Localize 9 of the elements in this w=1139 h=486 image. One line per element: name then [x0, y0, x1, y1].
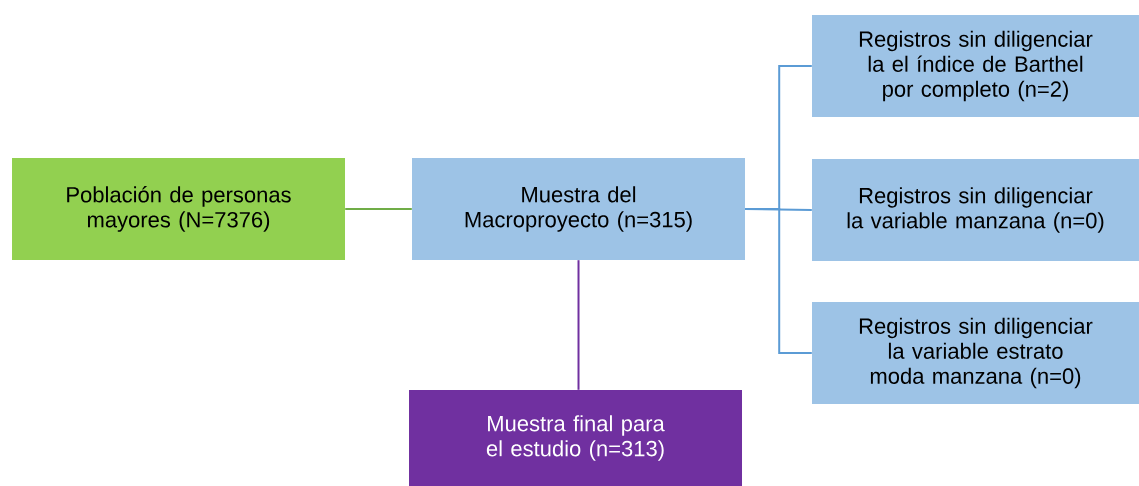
process-box: Muestra final para el estudio (n=313): [409, 390, 742, 486]
process-box: Registros sin diligenciar la variable estrato moda manzana (n=0): [812, 302, 1139, 404]
connector-line: [744, 208, 813, 354]
process-box: Población de personas mayores (N=7376): [12, 158, 345, 260]
connector-line: [344, 208, 413, 210]
connector-line: [577, 259, 580, 391]
process-box: Registros sin diligenciar la el índice de Barthel por completo (n=2): [812, 15, 1139, 117]
process-box: Registros sin diligenciar la variable manzana (n=0): [812, 159, 1139, 261]
process-box: Muestra del Macroproyecto (n=315): [412, 158, 745, 260]
